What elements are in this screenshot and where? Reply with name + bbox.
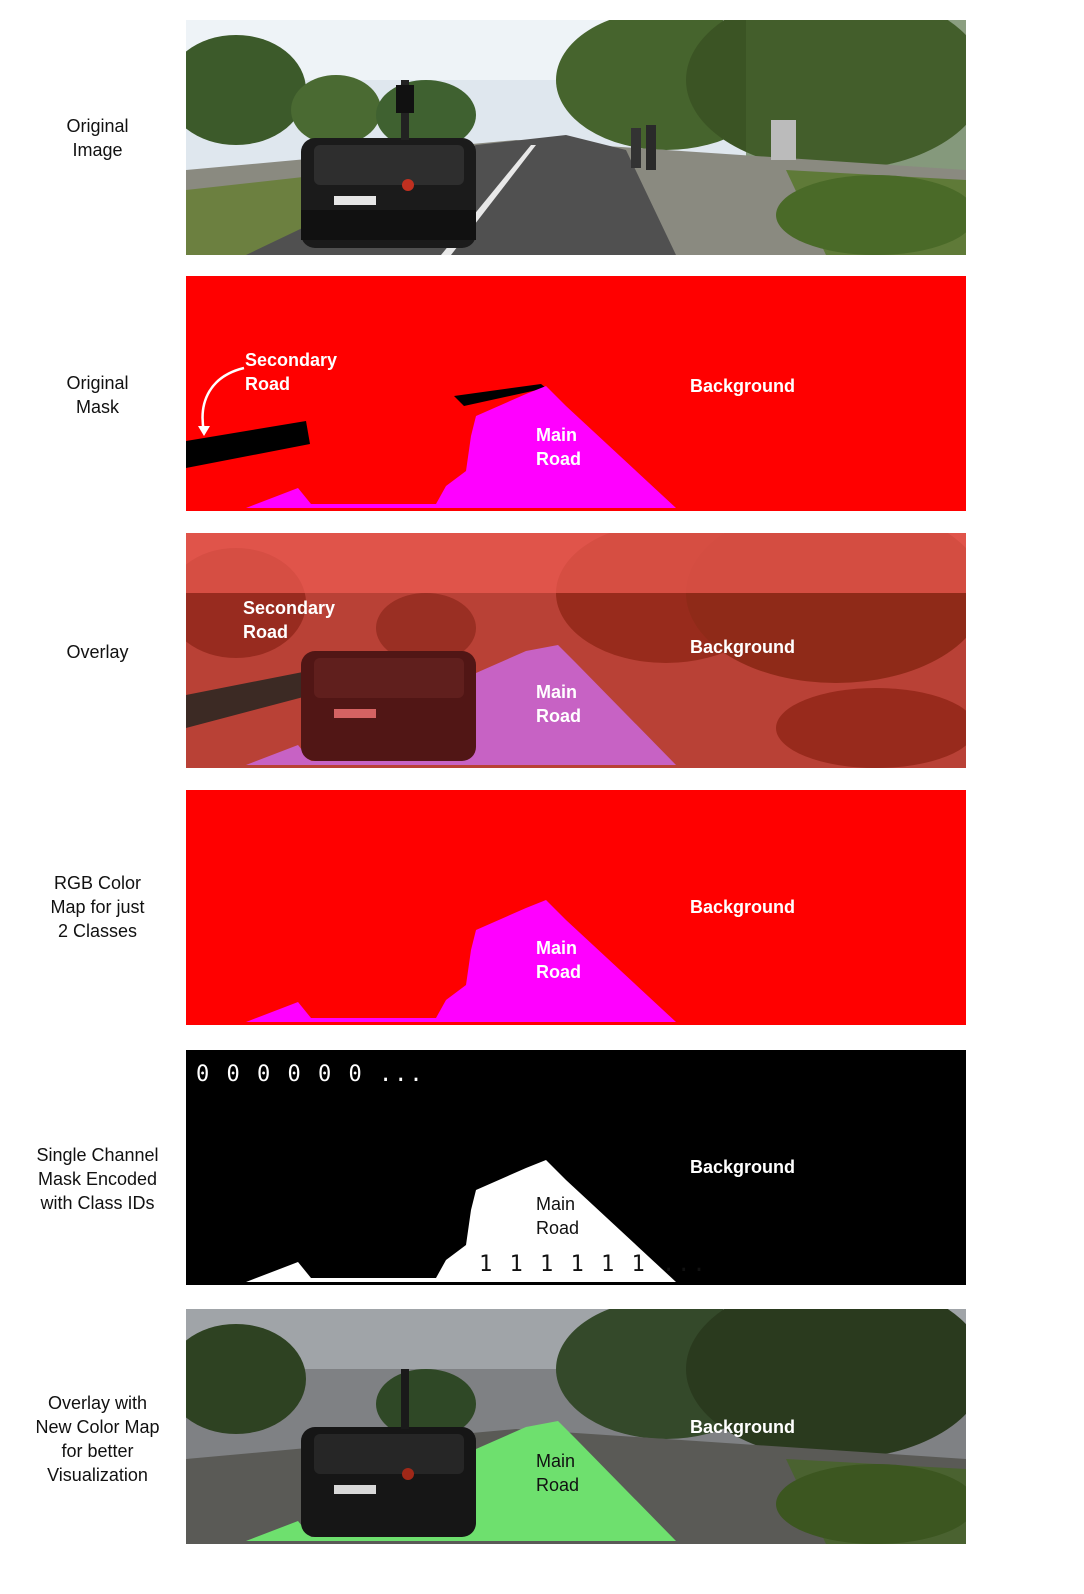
rgb-color-map-panel: Main Road Background [186, 790, 966, 1025]
row-label-single-channel: Single Channel Mask Encoded with Class I… [36, 1145, 159, 1213]
row-label-rgb-color-map: RGB Color Map for just 2 Classes [50, 873, 145, 941]
mask-svg [186, 276, 966, 511]
overlay-secondary-road-label: Secondary Road [243, 598, 336, 642]
secondary-road-label: Secondary Road [245, 350, 338, 394]
main-road-overlay [246, 645, 676, 765]
rgb-map-svg [186, 790, 966, 1025]
row-label-original-mask: Original Mask [66, 373, 129, 417]
curved-arrow-shaft [201, 366, 245, 433]
original-image-panel [186, 20, 966, 255]
row-label-new-overlay: Overlay with New Color Map for better Vi… [35, 1393, 160, 1485]
row-label-original-image: Original Image [66, 116, 129, 160]
green-main-road-overlay [246, 1421, 676, 1541]
new-background-label: Background [690, 1417, 796, 1437]
new-overlay-svg [186, 1309, 966, 1544]
class-id-zeros: 0 0 0 0 0 0 ... [196, 1062, 425, 1087]
binary-background-label: Background [690, 1157, 796, 1177]
binary-main-road-label: Main Road [536, 1194, 580, 1238]
original-mask-panel: Secondary Road Main Road Background [186, 276, 966, 511]
row-label-overlay: Overlay [66, 642, 129, 662]
single-channel-panel: 0 0 0 0 0 0 ... Main Road Background 1 1… [186, 1050, 966, 1285]
overlay-main-road-label: Main Road [536, 682, 581, 726]
arrow-head [198, 426, 210, 436]
rgb-main-road-region [246, 900, 676, 1022]
main-road-label: Main Road [536, 425, 581, 469]
street-scene-photo [186, 20, 966, 255]
secondary-road-overlay [186, 671, 311, 728]
new-main-road-label: Main Road [536, 1451, 580, 1495]
secondary-road-region-far [454, 384, 546, 406]
single-channel-svg [186, 1050, 966, 1285]
class-id-ones: 1 1 1 1 1 1 ... [479, 1252, 708, 1277]
overlay-background-label: Background [690, 637, 796, 657]
new-overlay-panel: Main Road Background [186, 1309, 966, 1544]
class-1-region [246, 1160, 676, 1282]
background-label: Background [690, 376, 796, 396]
secondary-road-region [186, 421, 310, 468]
overlay-svg [186, 533, 966, 768]
main-road-region [246, 386, 676, 508]
rgb-background-label: Background [690, 897, 796, 917]
overlay-panel: Secondary Road Main Road Background [186, 533, 966, 768]
rgb-main-road-label: Main Road [536, 938, 581, 982]
